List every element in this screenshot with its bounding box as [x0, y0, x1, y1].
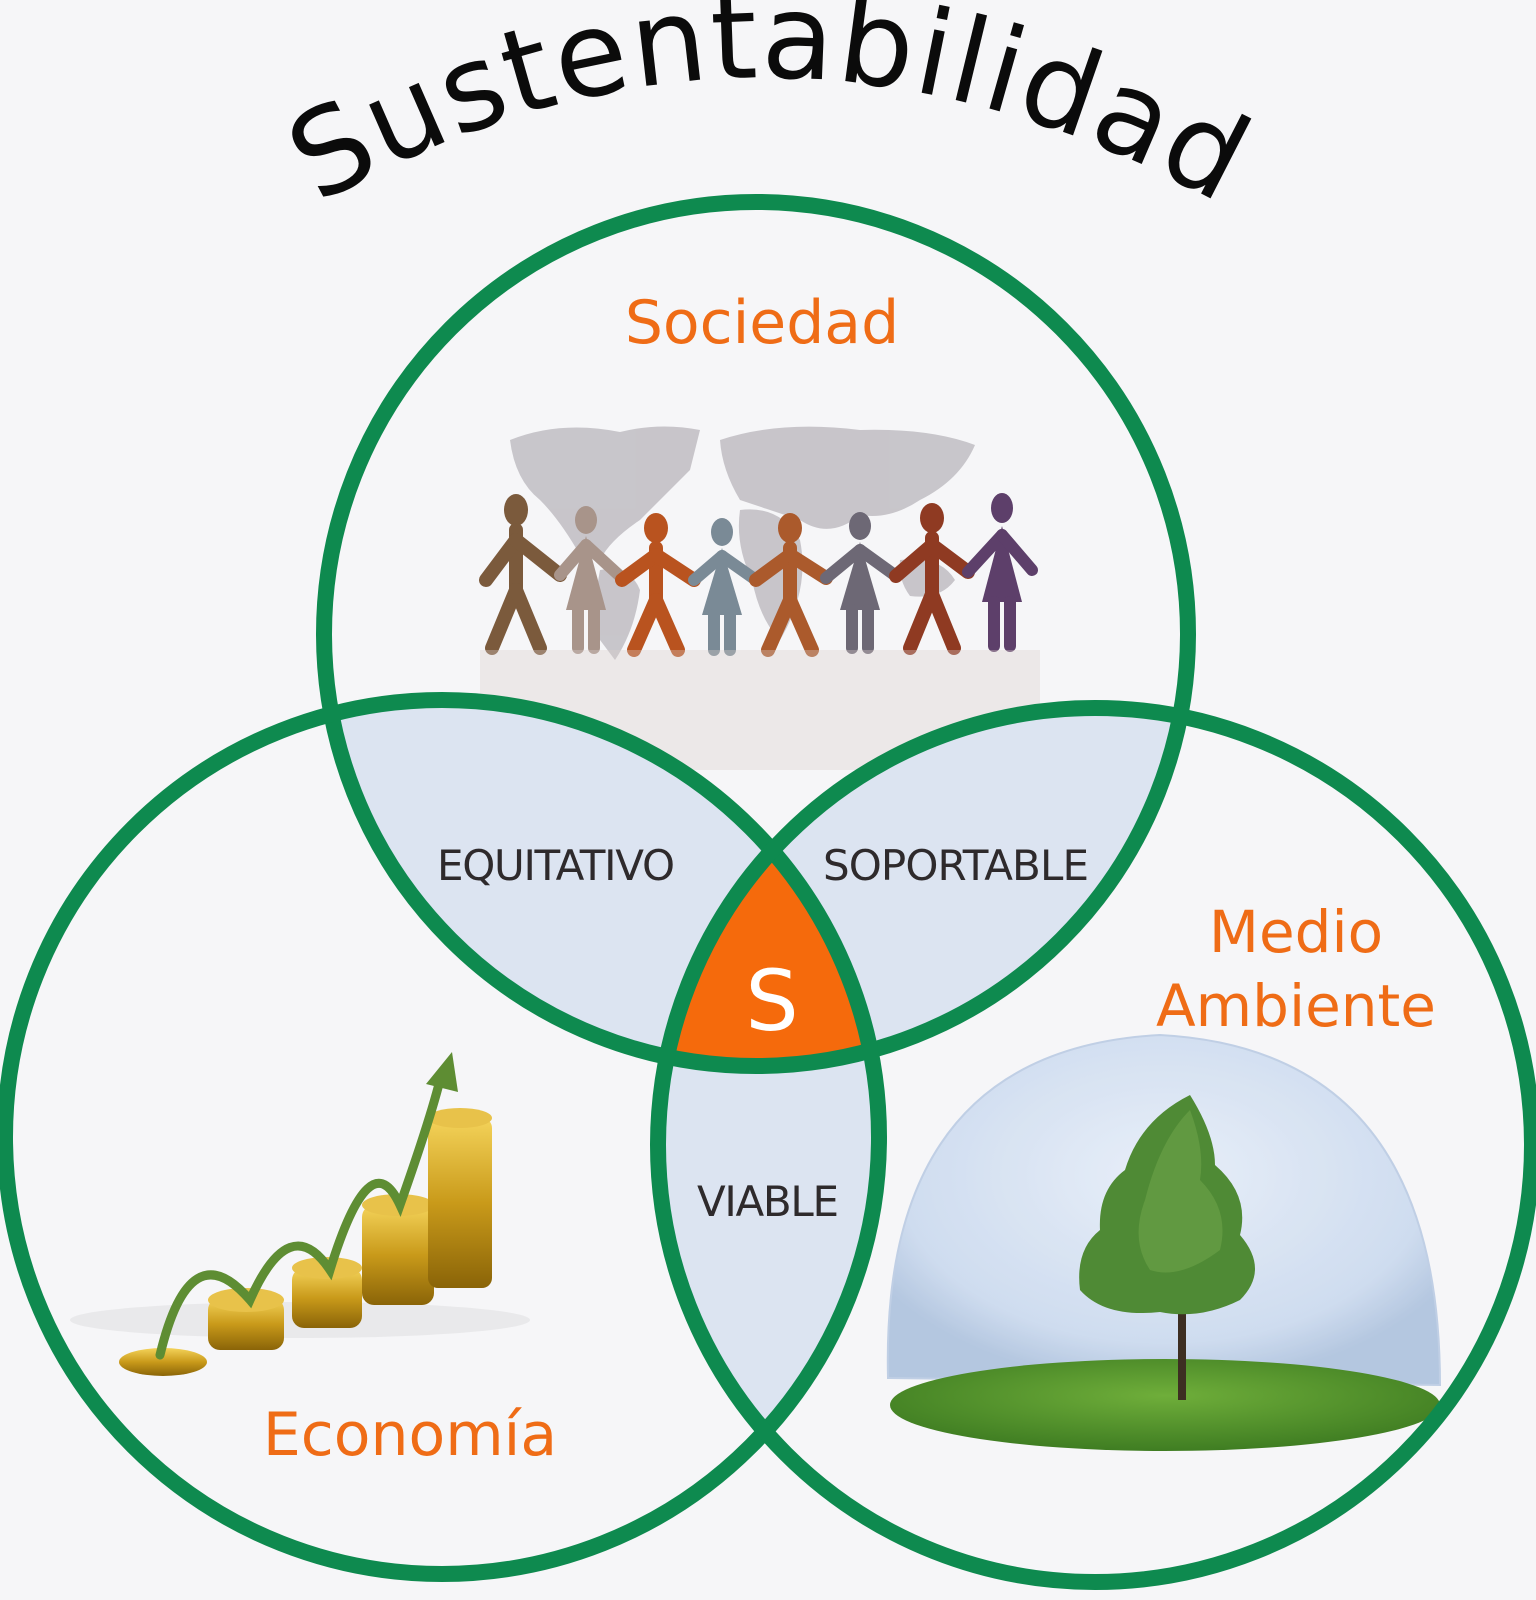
society-circle: [316, 194, 1196, 1074]
bearable-label: SOPORTABLE: [823, 841, 1089, 890]
economy-image: [70, 1052, 530, 1376]
environment-image: [886, 1033, 1442, 1451]
coin-stacks-icon: [119, 1108, 492, 1376]
tree-icon: [1079, 1095, 1255, 1400]
people-chain-icon: [479, 493, 1038, 657]
economy-circle: [0, 692, 887, 1582]
environment-label-line2: Ambiente: [1156, 972, 1436, 1040]
grass-icon: [890, 1359, 1440, 1451]
equitable-label: EQUITATIVO: [437, 841, 675, 890]
society-label: Sociedad: [625, 288, 899, 358]
growth-arrow-icon: [155, 1075, 445, 1360]
environment-circle: [650, 700, 1536, 1590]
viable-label: VIABLE: [697, 1177, 839, 1226]
sustainability-center-label: S: [745, 952, 798, 1050]
environment-label-line1: Medio: [1209, 898, 1383, 966]
world-map-icon: [510, 426, 975, 660]
economy-label: Economía: [263, 1400, 557, 1470]
